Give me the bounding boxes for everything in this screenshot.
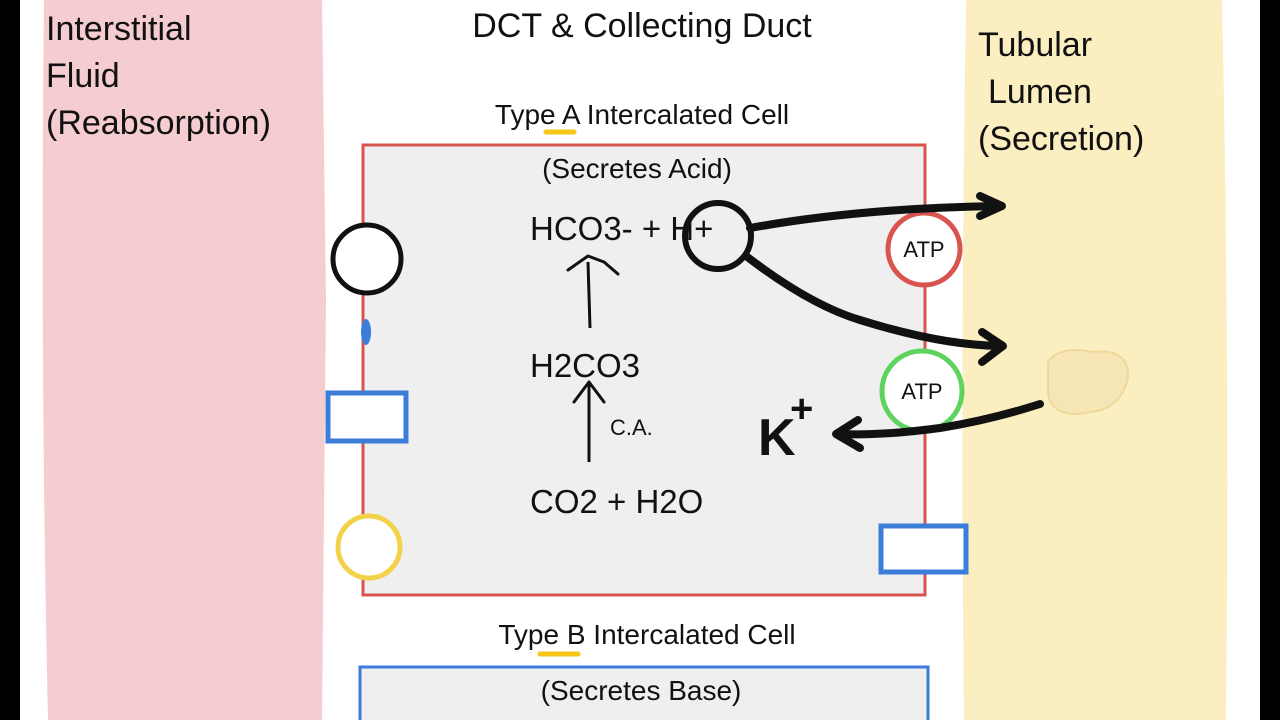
red-atp-pump-icon (885, 210, 963, 288)
potassium-charge-label: + (790, 387, 813, 431)
lumen-label-line-2: Lumen (988, 73, 1092, 111)
faint-sketch-icon (1047, 349, 1130, 415)
reaction-middle: H2CO3 (530, 347, 640, 384)
k-plus-arrow (836, 400, 1044, 439)
type-a-subheading: (Secretes Acid) (542, 153, 732, 184)
type-b-cell-membrane (358, 665, 930, 720)
potassium-ion-label: K (758, 409, 796, 467)
reaction-top: HCO3- + H+ (530, 210, 713, 247)
reaction-bottom: CO2 + H2O (530, 483, 703, 520)
type-b-subheading: (Secretes Base) (541, 675, 742, 706)
arrow-up-upper (586, 261, 592, 329)
carbonic-anhydrase-label: C.A. (610, 415, 653, 440)
black-transporter-icon (330, 222, 404, 296)
yellow-transporter-icon (335, 513, 403, 581)
interstitial-label-line-2: Fluid (46, 57, 120, 95)
blue-channel-icon (361, 319, 371, 345)
k-plus-arrowhead (832, 416, 864, 452)
page-title: DCT & Collecting Duct (472, 7, 812, 45)
h-plus-circle (682, 200, 754, 272)
blue-exchanger-left-icon (325, 390, 409, 444)
red-atp-label: ATP (903, 237, 944, 262)
h-plus-upper-arrowhead (976, 192, 1006, 220)
interstitial-fluid-region (42, 0, 327, 720)
h-plus-lower-arrowhead (978, 328, 1007, 366)
interstitial-label-line-1: Interstitial (46, 10, 192, 48)
type-b-heading: Type B Intercalated Cell (498, 619, 795, 650)
green-atp-label: ATP (901, 379, 942, 404)
blue-exchanger-right-icon (878, 523, 969, 575)
h-plus-lower-arrow (742, 252, 1004, 350)
type-a-heading: Type A Intercalated Cell (495, 99, 789, 130)
interstitial-label-line-3: (Reabsorption) (46, 104, 271, 142)
arrow-head-lower (572, 380, 606, 404)
h-plus-upper-arrow (746, 202, 1004, 232)
arrow-head-upper (566, 254, 620, 276)
lumen-label-line-1: Tubular (978, 26, 1092, 64)
lumen-label-line-3: (Secretion) (978, 120, 1144, 158)
